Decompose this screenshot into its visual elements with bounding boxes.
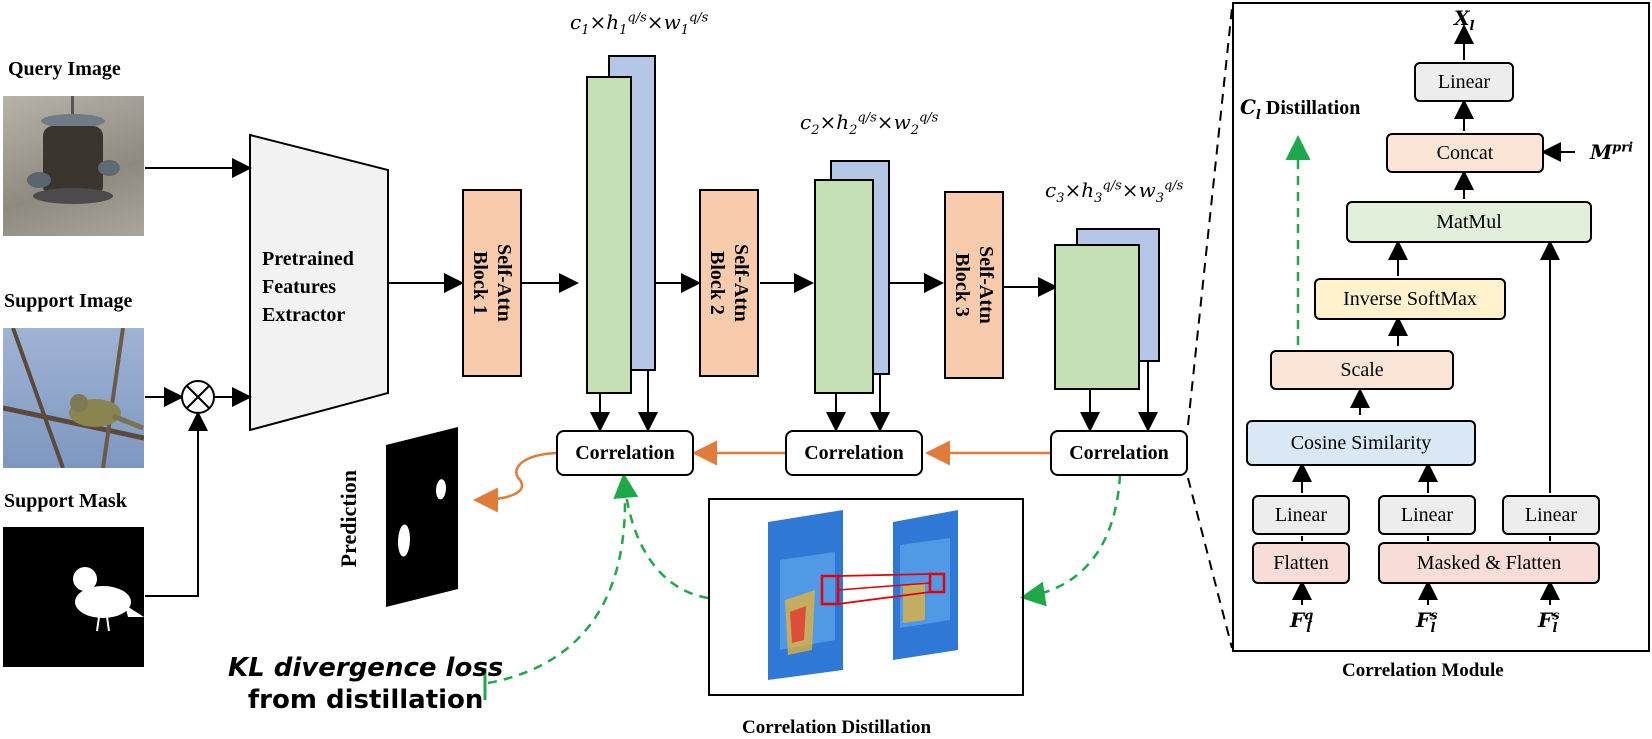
feature-extractor-label: Pretrained Features Extractor (262, 248, 354, 326)
mask-arrow (145, 411, 208, 597)
module-mpri-label: Mpri (1590, 140, 1634, 164)
module-concat: Concat (1386, 133, 1544, 173)
feature-extractor-shape (249, 133, 389, 432)
correlation-box-1: Correlation (556, 430, 694, 476)
prediction-mask (386, 427, 458, 607)
module-inverse-softmax: Inverse SoftMax (1314, 278, 1506, 320)
module-scale: Scale (1270, 350, 1454, 390)
prediction-label: Prediction (336, 470, 361, 568)
query-image (3, 96, 144, 236)
query-image-label: Query Image (8, 58, 121, 80)
feature-dim-2: c2×h2q/s×w2q/s (800, 110, 939, 138)
correlation-box-2: Correlation (785, 430, 923, 476)
support-mask-label: Support Mask (4, 490, 127, 512)
correlation-module-caption: Correlation Module (1342, 660, 1504, 681)
module-linear-2: Linear (1378, 495, 1476, 535)
module-input-fs-1: Fsl (1416, 608, 1438, 636)
feature-map-3-query (1054, 244, 1140, 390)
orange-to-prediction (473, 451, 557, 513)
kl-loss-label: KL divergence loss from distillation (228, 653, 504, 715)
support-mask (3, 527, 144, 667)
module-matmul: MatMul (1346, 201, 1592, 243)
module-linear-1: Linear (1252, 495, 1350, 535)
module-masked-flatten: Masked & Flatten (1378, 542, 1600, 584)
module-distillation-label: Cl Distillation (1240, 95, 1361, 123)
feature-dim-1: c1×h1q/s×w1q/s (570, 10, 709, 38)
module-input-fs-2: Fsl (1538, 608, 1560, 636)
module-flatten: Flatten (1252, 542, 1350, 584)
module-input-fq: Fql (1290, 608, 1314, 636)
distillation-heatmaps (768, 510, 958, 680)
correlation-box-3: Correlation (1050, 430, 1188, 476)
support-image (3, 328, 144, 468)
correlation-module-frame (1232, 2, 1650, 652)
module-linear-top: Linear (1414, 62, 1514, 102)
feature-dim-3: c3×h3q/s×w3q/s (1045, 178, 1184, 206)
module-output-label: Xl (1454, 6, 1475, 34)
module-linear-3: Linear (1502, 495, 1600, 535)
support-image-label: Support Image (4, 290, 133, 312)
correlation-distillation-caption: Correlation Distillation (742, 717, 932, 738)
feature-map-1-query (586, 76, 632, 394)
module-cosine-similarity: Cosine Similarity (1246, 420, 1476, 466)
feature-map-2-query (814, 179, 874, 394)
correlation-distillation-panel (708, 498, 1024, 696)
